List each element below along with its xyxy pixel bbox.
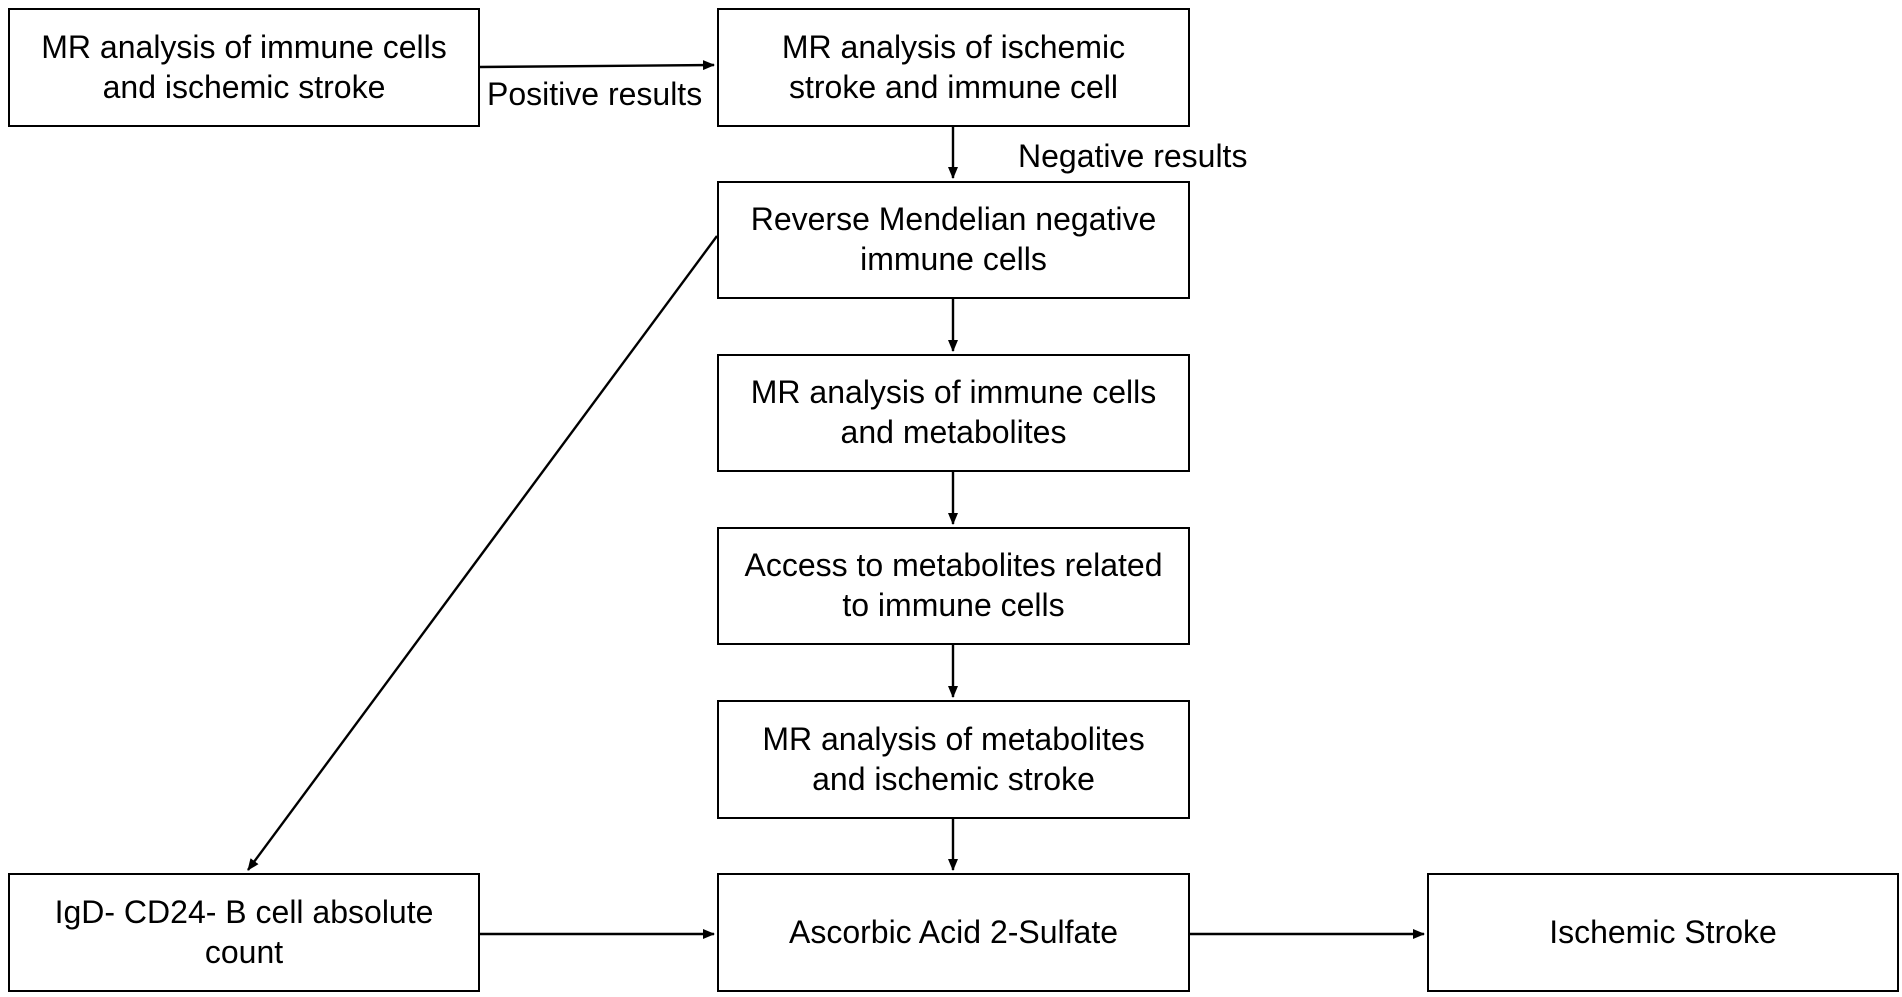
node-label: Ascorbic Acid 2-Sulfate xyxy=(788,913,1119,950)
node-ascorbic-acid: Ascorbic Acid 2-Sulfate xyxy=(717,873,1190,992)
arrow-diagonal-to-igd-bcell xyxy=(247,235,718,871)
node-label: MR analysis of metabolites and ischemic … xyxy=(762,720,1145,797)
node-mr-immune-stroke: MR analysis of immune cells and ischemic… xyxy=(8,8,480,127)
node-label: Access to metabolites related to immune … xyxy=(744,547,1163,623)
edge-label-positive-results: Positive results xyxy=(487,76,703,112)
node-mr-immune-metabolites: MR analysis of immune cells and metaboli… xyxy=(717,354,1190,472)
node-ischemic-stroke: Ischemic Stroke xyxy=(1427,873,1899,992)
arrow-positive-results xyxy=(478,60,715,71)
node-label: MR analysis of ischemic stroke and immun… xyxy=(781,28,1126,105)
node-label: Ischemic Stroke xyxy=(1549,913,1777,950)
node-mr-metabolites-stroke: MR analysis of metabolites and ischemic … xyxy=(717,700,1190,819)
edge-label-negative-results: Negative results xyxy=(1018,138,1248,174)
node-label: MR analysis of immune cells and ischemic… xyxy=(41,28,447,105)
node-access-metabolites: Access to metabolites related to immune … xyxy=(717,527,1190,645)
node-igd-cd24-bcell: IgD- CD24- B cell absolute count xyxy=(8,873,480,992)
node-label: IgD- CD24- B cell absolute count xyxy=(54,893,434,970)
node-reverse-mendelian: Reverse Mendelian negative immune cells xyxy=(717,181,1190,299)
node-label: Reverse Mendelian negative immune cells xyxy=(750,201,1157,277)
node-label: MR analysis of immune cells and metaboli… xyxy=(750,374,1157,450)
node-mr-stroke-immune: MR analysis of ischemic stroke and immun… xyxy=(717,8,1190,127)
